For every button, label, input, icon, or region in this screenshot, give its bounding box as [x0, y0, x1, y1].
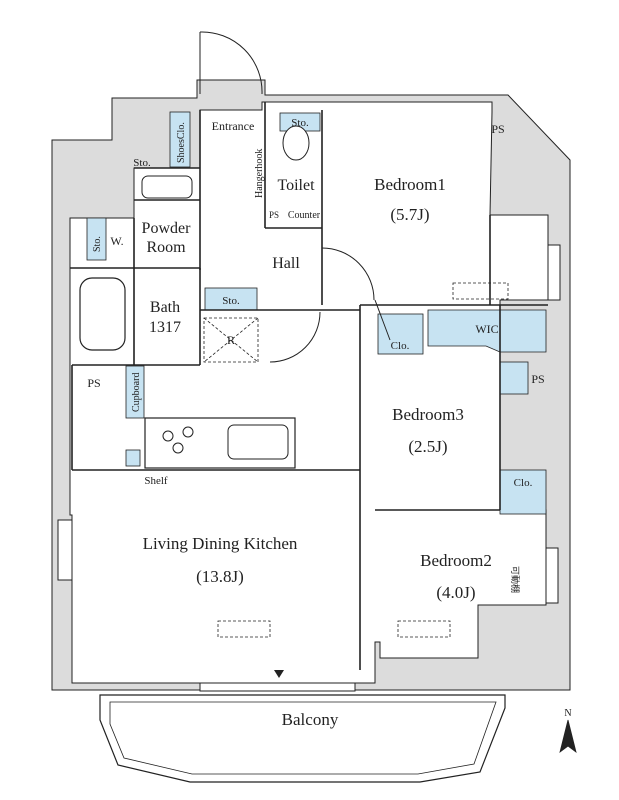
shelf-unit [125, 449, 141, 467]
windows [57, 244, 561, 692]
hall-name: Hall [272, 255, 300, 272]
shoes-closet-label: ShoesClo. [176, 122, 187, 163]
fridge-space [203, 317, 259, 363]
stove-icon [162, 426, 194, 454]
north-label: N [564, 708, 571, 719]
ac-units [217, 282, 509, 638]
ps-label-right: PS [531, 372, 544, 386]
bathtub-icon [79, 277, 126, 351]
powder-line1: Powder [142, 220, 192, 237]
sto-label-toilet: Sto. [291, 117, 309, 129]
toilet-name: Toilet [277, 177, 315, 194]
cupboard-label: Cupboard [131, 373, 142, 412]
shelf-label: Shelf [144, 475, 168, 487]
powder-line2: Room [146, 239, 186, 256]
north-compass-icon [559, 719, 577, 753]
storage-areas [86, 111, 547, 515]
balcony [99, 694, 506, 783]
entry-arrow-icon [274, 670, 284, 678]
ldk-size: (13.8J) [196, 567, 244, 586]
bedroom2-closet-label: Clo. [514, 477, 533, 489]
balcony-inner-rail [109, 701, 497, 775]
washbasin-icon [141, 175, 193, 199]
balcony-name: Balcony [282, 710, 339, 729]
w-label: W. [110, 234, 123, 248]
bedroom2-size: (4.0J) [436, 583, 475, 602]
hanger-label: Hangerhook [254, 149, 265, 198]
shoes-closet [169, 111, 191, 168]
sink [227, 424, 289, 460]
sto-label-hall: Sto. [222, 295, 240, 307]
cupboard [125, 365, 145, 419]
ps-label-toilet: PS [269, 210, 279, 220]
door-swings [199, 31, 391, 363]
powder-storage [86, 217, 107, 261]
bedroom3-size: (2.5J) [408, 437, 447, 456]
kitchen-counter [144, 417, 296, 469]
powder-sto-label: Sto. [92, 236, 103, 252]
bedroom2-name: Bedroom2 [420, 551, 492, 570]
bedroom2-closet [499, 469, 547, 515]
bath-name: Bath [150, 299, 180, 316]
sto-label-entry: Sto. [133, 157, 151, 169]
bedroom1-size: (5.7J) [390, 205, 429, 224]
toilet-bowl-icon [282, 125, 310, 161]
wic-label: WIC [475, 322, 498, 336]
wic-side-storage [499, 361, 529, 395]
ps-label-left: PS [87, 376, 100, 390]
ps-label-top: PS [491, 122, 504, 136]
bath-size: 1317 [149, 319, 181, 336]
counter-label: Counter [288, 210, 321, 221]
entrance-name: Entrance [212, 119, 255, 133]
labels: Bedroom1 (5.7J) Toilet Hall Entrance Pow… [87, 117, 571, 729]
bedroom3-name: Bedroom3 [392, 405, 464, 424]
ldk-name: Living Dining Kitchen [143, 534, 298, 553]
bedroom3-closet [377, 313, 424, 355]
wardrobe-vertical-label: 可動棚 [510, 566, 521, 593]
interior-walls [70, 102, 548, 670]
bedroom3-closet-label: Clo. [391, 340, 410, 352]
bedroom1-name: Bedroom1 [374, 175, 446, 194]
fridge-label: R [227, 333, 235, 347]
